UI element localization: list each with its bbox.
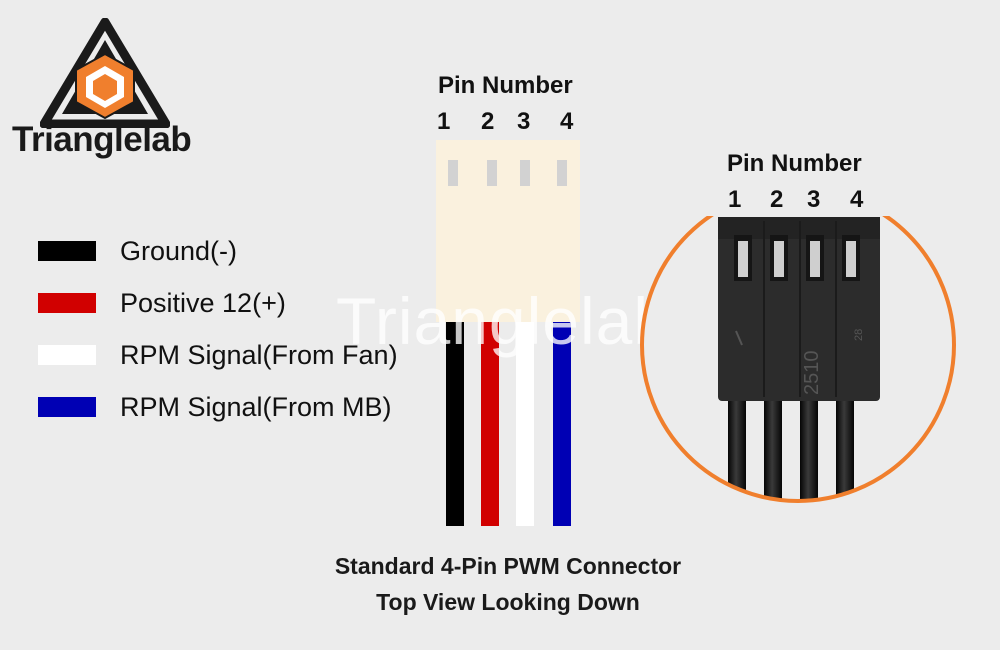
- photo-pin-number-title: Pin Number: [727, 150, 862, 177]
- rpm-fan-wire: [516, 322, 534, 526]
- rpm-fan-swatch: [38, 345, 96, 365]
- photo-wire-3: [800, 395, 818, 501]
- photo-pin-number-4: 4: [850, 186, 864, 213]
- legend-item-positive: Positive 12(+): [38, 288, 286, 318]
- pin-slot: [520, 160, 530, 186]
- legend-label: RPM Signal(From MB): [120, 391, 392, 422]
- legend-label: RPM Signal(From Fan): [120, 339, 398, 370]
- watermark: Trianglelab: [336, 284, 672, 358]
- pin-number-1: 1: [437, 108, 451, 135]
- pin-slot: [557, 160, 567, 186]
- trianglelab-logo-icon: [40, 18, 170, 128]
- housing-marking: 2510: [801, 351, 823, 396]
- photo-wire-2: [764, 395, 782, 501]
- pin-number-title: Pin Number: [438, 72, 573, 99]
- positive-wire: [481, 322, 499, 526]
- rpm-mb-swatch: [38, 397, 96, 417]
- pin-slot: [487, 160, 497, 186]
- photo-pin-number-1: 1: [728, 186, 742, 213]
- positive-swatch: [38, 293, 96, 313]
- photo-pin-number-3: 3: [807, 186, 821, 213]
- legend-item-rpm-mb: RPM Signal(From MB): [38, 392, 392, 422]
- legend-label: Ground(-): [120, 235, 238, 266]
- photo-pin-number-2: 2: [770, 186, 784, 213]
- photo-pin-sockets: [734, 235, 860, 281]
- legend-item-ground: Ground(-): [38, 236, 237, 266]
- caption-line-2: Top View Looking Down: [376, 589, 640, 615]
- legend-item-rpm-fan: RPM Signal(From Fan): [38, 340, 398, 370]
- pin-slot: [448, 160, 458, 186]
- rpm-mb-wire: [553, 322, 571, 526]
- ground-wire: [446, 322, 464, 526]
- connector-housing: [436, 140, 580, 322]
- pin-number-2: 2: [481, 108, 495, 135]
- brand-name: Trianglelab: [12, 120, 192, 159]
- housing-marking-2: 28: [853, 329, 865, 341]
- diagram-caption: Standard 4-Pin PWM Connector Top View Lo…: [300, 548, 716, 620]
- photo-wire-4: [836, 395, 854, 501]
- pin-number-3: 3: [517, 108, 531, 135]
- legend-label: Positive 12(+): [120, 287, 286, 318]
- photo-label-backdrop: [700, 176, 900, 216]
- pin-number-4: 4: [560, 108, 574, 135]
- caption-line-1: Standard 4-Pin PWM Connector: [334, 553, 682, 579]
- ground-swatch: [38, 241, 96, 261]
- connector-photo: 2510 28: [640, 187, 956, 503]
